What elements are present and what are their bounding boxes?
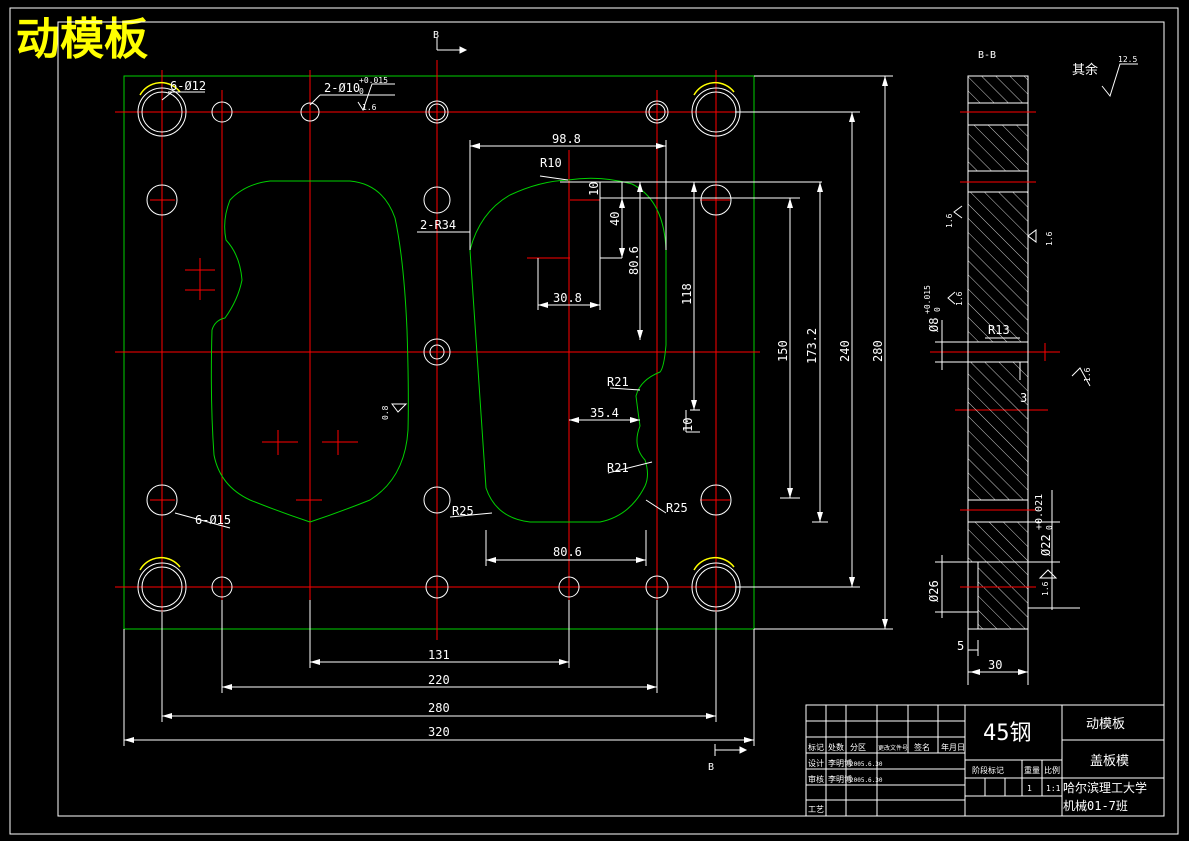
hole-label-six-phi12: 6-Ø12 bbox=[170, 79, 206, 93]
col-label-sign: 签名 bbox=[914, 742, 930, 752]
dim-10-top: 10 bbox=[587, 182, 601, 196]
outer-border bbox=[9, 7, 1179, 835]
roughness-other-label: 其余 bbox=[1072, 62, 1098, 78]
dim-5: 5 bbox=[957, 639, 964, 653]
part-name: 动模板 bbox=[1086, 717, 1125, 732]
design-date: 2005.6.30 bbox=[850, 761, 883, 768]
hole-label-phi22-tol-upper: +0.021 bbox=[1034, 494, 1045, 530]
hole-label-two-r34: 2-R34 bbox=[420, 218, 456, 232]
col-label-change-doc: 更改文件号 bbox=[878, 744, 908, 752]
assembly-name: 盖板模 bbox=[1090, 754, 1129, 769]
radius-r21-bottom: R21 bbox=[607, 461, 629, 475]
radius-r10: R10 bbox=[540, 156, 562, 170]
col-label-zone: 分区 bbox=[850, 743, 866, 752]
dimension-arrows bbox=[124, 76, 1028, 743]
section-mark-bottom: B bbox=[708, 762, 714, 773]
dim-30: 30 bbox=[988, 658, 1002, 672]
roughness-symbols bbox=[357, 63, 1138, 579]
col-label-count: 处数 bbox=[828, 742, 844, 752]
dim-118: 118 bbox=[680, 283, 694, 305]
radius-r25-right: R25 bbox=[666, 501, 688, 515]
dim-150: 150 bbox=[776, 340, 790, 362]
title-block bbox=[805, 704, 1165, 817]
hole-label-two-phi10: 2-Ø10 bbox=[324, 81, 360, 95]
scale-label: 比例 bbox=[1044, 765, 1060, 775]
roughness-fine-value-bb-3: 1.6 bbox=[955, 291, 964, 306]
section-mark-top: B bbox=[433, 30, 439, 41]
section-view-label: B-B bbox=[978, 50, 996, 61]
hole-label-two-phi10-tol-lower: 0 bbox=[359, 87, 364, 96]
left-cavity-contour bbox=[210, 180, 409, 523]
material-label: 45钢 bbox=[983, 721, 1032, 746]
quantity-value: 1 bbox=[1027, 784, 1032, 793]
center-lines bbox=[115, 60, 1060, 640]
dim-80-6-horizontal: 80.6 bbox=[553, 545, 582, 559]
dim-240: 240 bbox=[838, 340, 852, 362]
hole-label-phi8-tol-lower: 0 bbox=[933, 307, 942, 312]
hole-arcs-yellow bbox=[139, 81, 735, 571]
dim-30-8: 30.8 bbox=[553, 291, 582, 305]
right-cavity-contour bbox=[469, 177, 667, 523]
section-cut-marks bbox=[436, 38, 748, 756]
row-label-design: 设计 bbox=[808, 758, 824, 768]
row-label-mark: 标记 bbox=[808, 742, 824, 752]
check-date: 2005.6.30 bbox=[850, 777, 883, 784]
hole-label-phi22: Ø22 bbox=[1039, 534, 1053, 556]
dim-40: 40 bbox=[608, 212, 622, 226]
roughness-fine-value-bb-2: 1.6 bbox=[1045, 231, 1054, 246]
radius-r21-top: R21 bbox=[607, 375, 629, 389]
roughness-fine-value-bb-5: 1.6 bbox=[1041, 581, 1050, 596]
holes bbox=[137, 87, 741, 612]
dim-10-bottom: 10 bbox=[681, 418, 695, 432]
dim-3: 3 bbox=[1020, 391, 1027, 405]
hole-label-phi26: Ø26 bbox=[927, 580, 941, 602]
dimension-lines bbox=[123, 75, 1020, 746]
hole-label-phi8-tol-upper: +0.015 bbox=[923, 285, 932, 314]
hole-label-phi22-tol-lower: 0 bbox=[1045, 525, 1054, 530]
dim-80-6-vertical: 80.6 bbox=[627, 246, 641, 275]
scale-value: 1:1 bbox=[1046, 784, 1061, 793]
row-label-process: 工艺 bbox=[808, 805, 824, 814]
dim-280-horizontal: 280 bbox=[428, 701, 450, 715]
hole-label-phi8: Ø8 bbox=[927, 318, 941, 332]
roughness-other-value: 12.5 bbox=[1118, 55, 1137, 64]
checker-name: 李明博 bbox=[828, 774, 852, 784]
dim-173-2: 173.2 bbox=[805, 328, 819, 364]
section-view bbox=[935, 75, 1080, 685]
stage-label: 阶段标记 bbox=[972, 765, 1004, 775]
dim-131: 131 bbox=[428, 648, 450, 662]
hole-label-two-phi10-tol-upper: +0.015 bbox=[359, 76, 388, 85]
dim-98-8: 98.8 bbox=[552, 132, 581, 146]
designer-name: 李明博 bbox=[828, 758, 852, 768]
row-label-check: 审核 bbox=[808, 774, 824, 784]
dim-35-4: 35.4 bbox=[590, 406, 619, 420]
dim-280-vertical: 280 bbox=[871, 340, 885, 362]
radius-r25-left: R25 bbox=[452, 504, 474, 518]
dim-220: 220 bbox=[428, 673, 450, 687]
dim-320: 320 bbox=[428, 725, 450, 739]
col-label-date: 年月日 bbox=[941, 742, 965, 752]
weight-label: 重量 bbox=[1024, 765, 1040, 775]
class-name: 机械01-7班 bbox=[1063, 798, 1128, 813]
roughness-fine-value-top: 1.6 bbox=[362, 103, 377, 112]
hole-label-six-phi15: 6-Ø15 bbox=[195, 513, 231, 527]
inner-frame bbox=[57, 21, 1165, 817]
school-name: 哈尔滨理工大学 bbox=[1063, 780, 1147, 795]
roughness-finer-value: 0.8 bbox=[381, 405, 390, 420]
roughness-fine-value-bb-1: 1.6 bbox=[945, 213, 954, 228]
roughness-fine-value-bb-4: 1.6 bbox=[1083, 367, 1092, 382]
radius-r13: R13 bbox=[988, 323, 1010, 337]
